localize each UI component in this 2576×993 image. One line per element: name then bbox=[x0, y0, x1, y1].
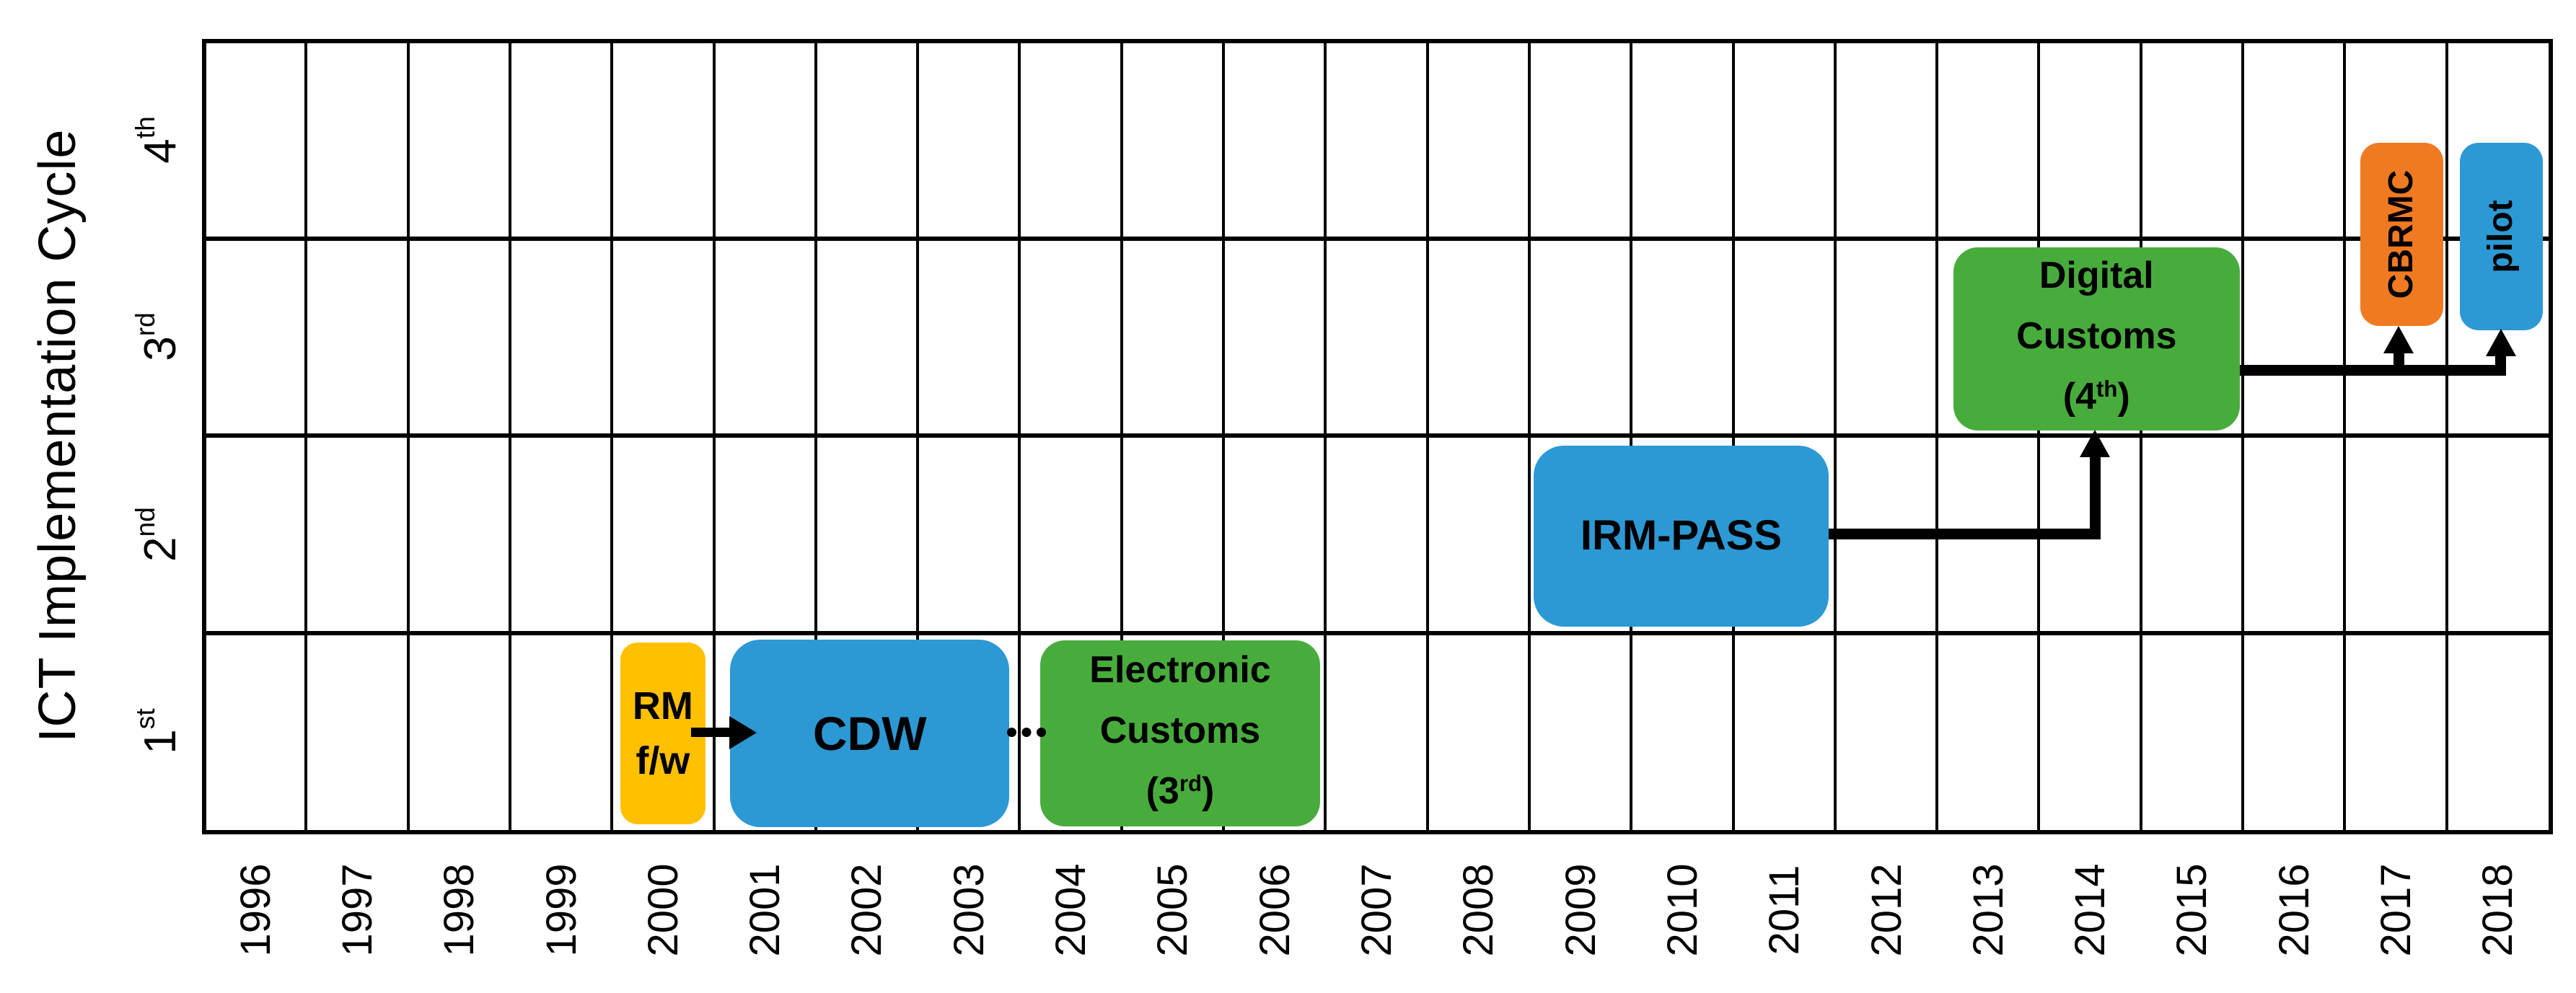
box-label-line: Customs bbox=[2016, 306, 2176, 366]
x-axis-label: 2006 bbox=[1251, 863, 1298, 957]
label-text: CBRMC bbox=[2382, 169, 2421, 299]
box-label-line: CDW bbox=[813, 705, 927, 762]
box-rm-fw: RM f/w bbox=[620, 643, 706, 824]
box-label-line: (3rd) bbox=[1146, 761, 1215, 826]
box-label-line: Customs bbox=[1100, 700, 1260, 761]
superscript-text: nd bbox=[130, 506, 161, 537]
box-cbrmc: CBRMC bbox=[2360, 142, 2444, 327]
box-irm-pass: IRM-PASS bbox=[1533, 445, 1829, 627]
label-text: Digital bbox=[2039, 255, 2154, 297]
superscript-text: rd bbox=[130, 312, 161, 337]
label-text: ) bbox=[2117, 376, 2130, 418]
connector-cdw-to-electronic-dotted bbox=[1007, 728, 1047, 738]
label-text: 1 bbox=[135, 729, 185, 754]
box-label-line: RM bbox=[633, 679, 693, 733]
box-label-line: Electronic bbox=[1089, 640, 1270, 700]
arrow-rm-to-cdw-line bbox=[691, 728, 731, 738]
box-label-line: f/w bbox=[636, 733, 690, 788]
box-pilot: pilot bbox=[2460, 142, 2543, 330]
x-axis-label: 2001 bbox=[741, 863, 788, 957]
x-axis-label: 2013 bbox=[1964, 863, 2012, 957]
label-text: Electronic bbox=[1089, 649, 1271, 692]
y-axis-title: ICT Implementation Cycle bbox=[29, 128, 87, 743]
label-text: RM bbox=[632, 684, 693, 728]
superscript-text: st bbox=[130, 708, 161, 730]
x-axis-label: 1996 bbox=[232, 863, 279, 957]
arrow-rm-to-cdw-head bbox=[729, 715, 757, 749]
label-text: (4 bbox=[2062, 376, 2097, 418]
label-text: IRM-PASS bbox=[1580, 512, 1782, 560]
x-axis-label: 2017 bbox=[2372, 863, 2419, 957]
x-axis-label: 1998 bbox=[435, 863, 483, 957]
label-text: 4 bbox=[135, 138, 185, 164]
x-axis-label: 2012 bbox=[1863, 863, 1910, 957]
grid-cycle-line bbox=[204, 630, 2549, 635]
arrow-irm-to-digital-hline bbox=[1829, 529, 2101, 540]
box-label-vertical: CBRMC bbox=[2381, 143, 2424, 326]
x-axis-label: 1999 bbox=[537, 863, 585, 957]
box-label-line: IRM-PASS bbox=[1581, 507, 1782, 565]
label-text: Customs bbox=[2016, 315, 2177, 358]
arrow-irm-to-digital-vline bbox=[2089, 455, 2101, 540]
x-axis-label: 2003 bbox=[945, 863, 993, 957]
superscript-text: th bbox=[130, 116, 161, 139]
x-axis-label: 2005 bbox=[1148, 863, 1196, 957]
box-label-vertical: pilot bbox=[2479, 143, 2523, 330]
label-text: f/w bbox=[636, 738, 690, 782]
x-axis-label: 2015 bbox=[2168, 863, 2215, 957]
x-axis-label: 2014 bbox=[2066, 863, 2114, 957]
x-axis-label: 2008 bbox=[1454, 863, 1502, 957]
label-text: pilot bbox=[2482, 200, 2520, 273]
box-cdw: CDW bbox=[730, 640, 1010, 827]
arrow-digital-to-cbrmc-pilot-branch-vline-cbrmc bbox=[2393, 352, 2404, 376]
arrow-irm-to-digital-head bbox=[2080, 429, 2111, 457]
arrow-digital-to-cbrmc-pilot-head-cbrmc bbox=[2383, 326, 2414, 354]
x-axis-label: 2010 bbox=[1658, 863, 1706, 957]
x-axis-label: 2009 bbox=[1557, 863, 1604, 957]
grid-cycle-line bbox=[204, 236, 2549, 241]
box-label-line: Digital bbox=[2039, 245, 2154, 306]
x-axis-label: 2007 bbox=[1353, 863, 1400, 957]
arrow-digital-to-cbrmc-pilot-head-pilot bbox=[2485, 329, 2516, 357]
arrow-digital-to-cbrmc-pilot-hline bbox=[2239, 365, 2507, 376]
arrow-digital-to-cbrmc-pilot-branch-vline-pilot bbox=[2495, 355, 2507, 376]
grid-cycle-line bbox=[204, 433, 2549, 438]
x-axis-label: 1997 bbox=[333, 863, 381, 957]
label-text: Customs bbox=[1099, 710, 1261, 752]
x-axis-label: 2004 bbox=[1047, 863, 1094, 957]
x-axis-label: 2018 bbox=[2474, 863, 2521, 957]
label-text: 2 bbox=[135, 537, 185, 562]
superscript-text: th bbox=[2096, 376, 2118, 402]
x-axis-label: 2011 bbox=[1760, 865, 1808, 956]
label-text: (3 bbox=[1146, 770, 1179, 813]
label-text: CDW bbox=[812, 706, 927, 760]
superscript-text: rd bbox=[1179, 771, 1203, 797]
x-axis-label: 2002 bbox=[843, 863, 890, 957]
label-text: ) bbox=[1202, 770, 1215, 813]
label-text: 3 bbox=[135, 336, 185, 362]
x-axis-label: 2000 bbox=[639, 863, 687, 957]
box-label-line: (4th) bbox=[2063, 366, 2130, 432]
x-axis-label: 2016 bbox=[2270, 863, 2318, 957]
